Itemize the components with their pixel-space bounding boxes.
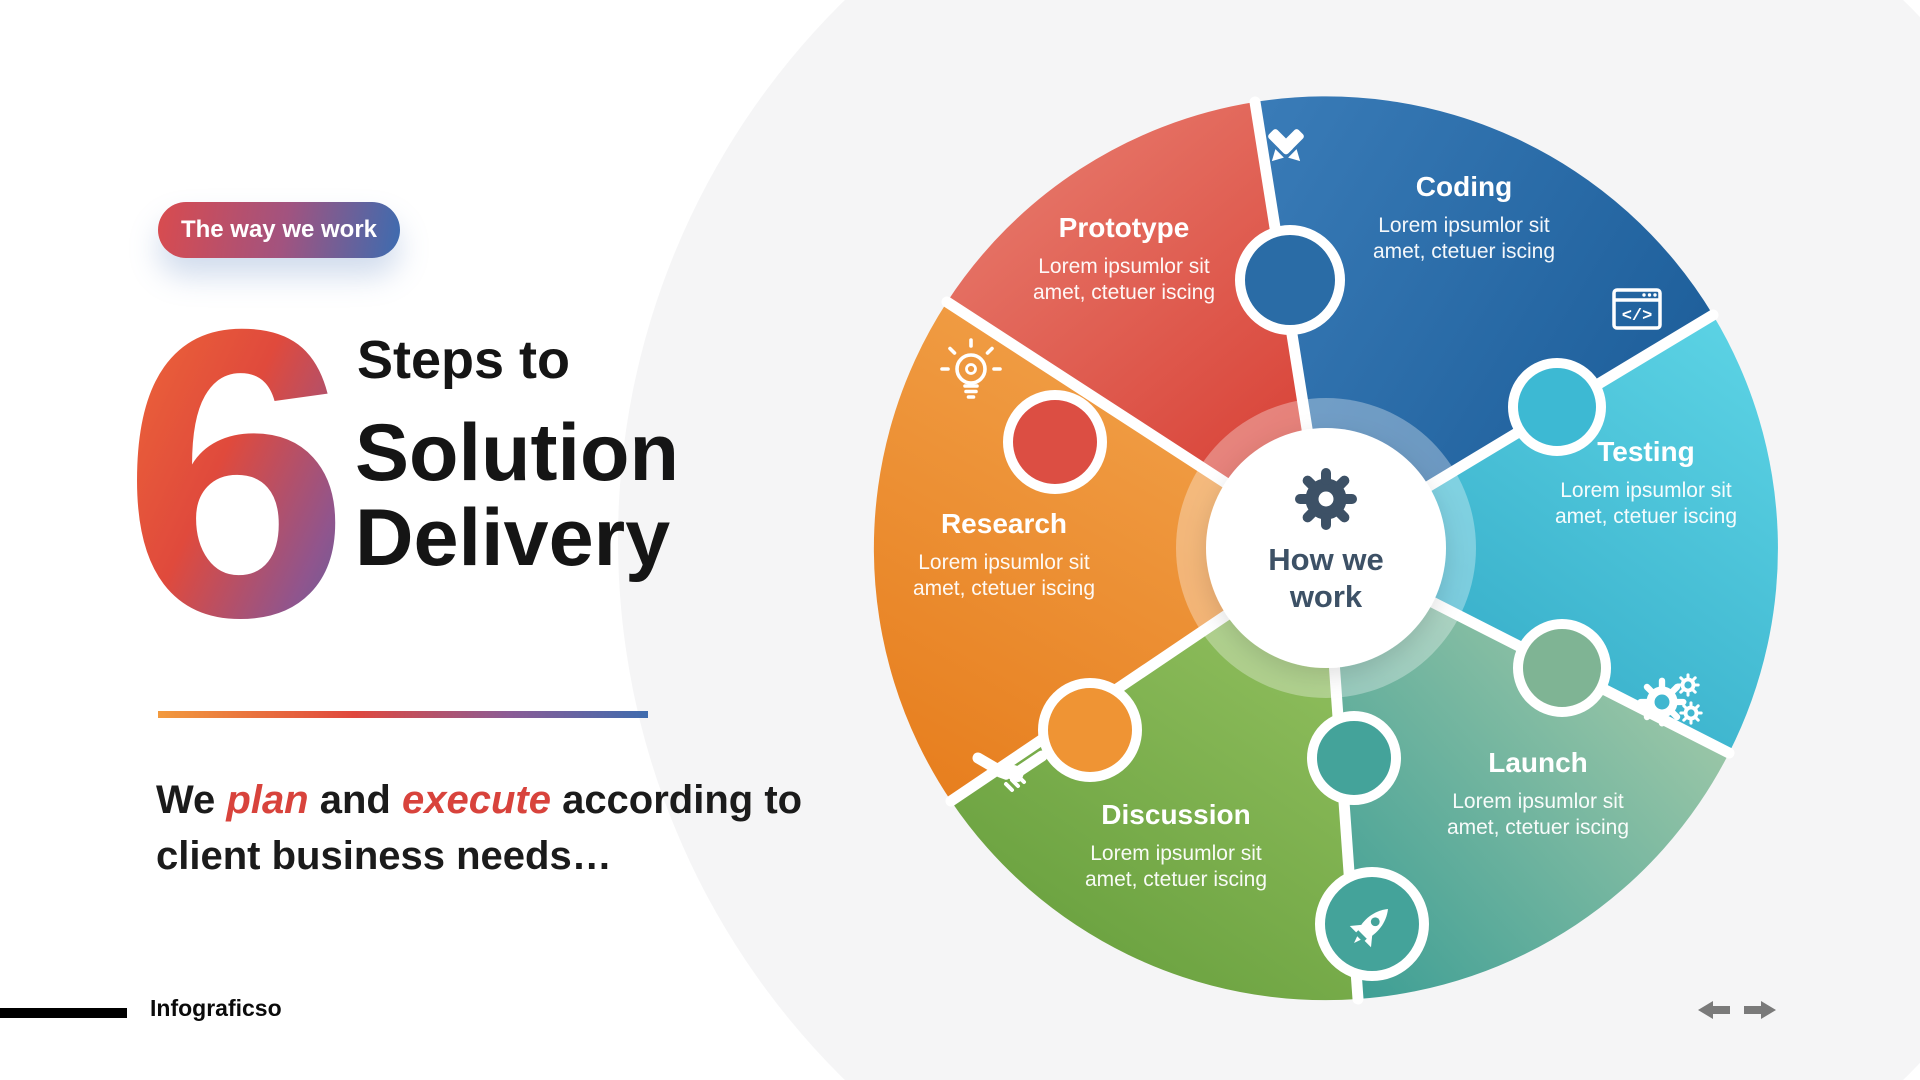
arrow-right-icon[interactable] — [1744, 1001, 1776, 1019]
badge-label: The way we work — [180, 216, 378, 243]
hub-label: How we work — [1268, 541, 1383, 615]
lightbulb-icon — [940, 338, 1002, 399]
sector-testing — [1326, 315, 1778, 753]
step-prototype-title: Prototype — [1058, 212, 1190, 243]
step-coding-title: Coding — [1415, 171, 1513, 202]
knob-research — [1038, 678, 1142, 782]
step-testing-title: Testing — [1597, 436, 1695, 467]
section-badge: The way we work — [158, 202, 400, 258]
handshake-icon — [972, 750, 1048, 792]
arrow-left-icon[interactable] — [1698, 1001, 1730, 1019]
knob-prototype — [1003, 390, 1107, 494]
gear-icon — [1295, 468, 1357, 530]
sector-research — [873, 302, 1326, 801]
big-number: 6 — [122, 244, 351, 702]
puzzle-sectors — [873, 96, 1778, 1001]
design-pencil-icon — [1268, 129, 1304, 162]
gradient-divider — [158, 711, 648, 718]
intro-paragraph: We plan and execute according to client … — [156, 772, 896, 884]
brand-name: Infograficso — [150, 995, 282, 1021]
step-research-title: Research — [940, 508, 1068, 539]
svg-text:</>: </> — [1622, 307, 1653, 326]
knob-coding — [1235, 225, 1345, 335]
rocket-icon — [1349, 909, 1388, 948]
knob-testing — [1508, 358, 1606, 456]
slide-nav — [1698, 1001, 1776, 1019]
sector-prototype — [947, 102, 1326, 548]
headline-line-3: Delivery — [355, 493, 671, 583]
puzzle-knobs — [1003, 225, 1611, 981]
code-window-icon: </> — [1612, 288, 1662, 330]
step-launch-title: Launch — [1488, 747, 1588, 778]
sector-launch — [1326, 548, 1729, 999]
hub-label-line2: work — [1289, 579, 1363, 614]
hub-circle — [1206, 428, 1446, 668]
step-discussion-title: Discussion — [1101, 799, 1251, 830]
intro-paragraph-line2: client business needs… — [156, 834, 612, 878]
sector-discussion — [951, 548, 1358, 1001]
brand-bar — [0, 1008, 127, 1018]
hub-label-line1: How we — [1268, 542, 1384, 577]
knob-teal-upper — [1307, 711, 1401, 805]
knob-launch — [1513, 619, 1611, 717]
intro-paragraph-line1: We plan and execute according to — [156, 778, 803, 822]
headline-line-1: Steps to — [357, 330, 571, 390]
sector-coding — [1255, 96, 1713, 548]
headline-line-2: Solution — [355, 408, 679, 498]
